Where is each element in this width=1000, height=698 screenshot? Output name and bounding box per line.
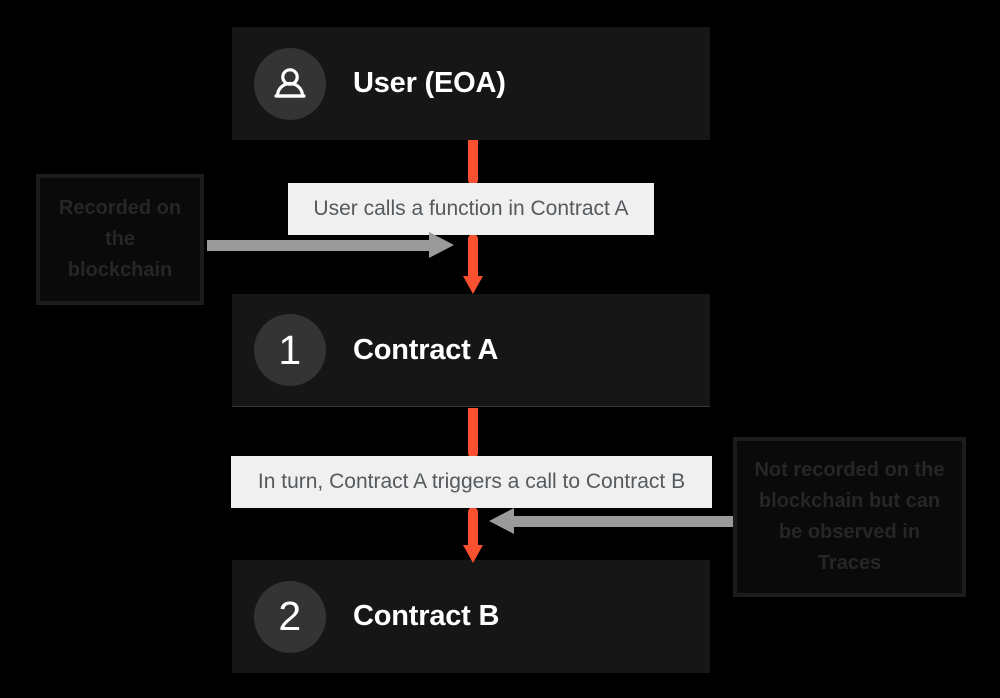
person-icon bbox=[254, 47, 326, 120]
node-contract-a-label: Contract A bbox=[353, 333, 499, 366]
annotation-not-recorded: Not recorded on the blockchain but can b… bbox=[733, 437, 966, 597]
arrow-head-right-icon bbox=[429, 232, 454, 258]
arrow-shaft bbox=[468, 408, 478, 458]
node-user-label: User (EOA) bbox=[353, 67, 506, 99]
flow-arrow-contract-a-to-caption bbox=[463, 408, 483, 458]
arrow-shaft bbox=[468, 234, 478, 278]
annotation-arrow-not-recorded bbox=[489, 508, 733, 534]
arrow-shaft bbox=[468, 507, 478, 547]
node-contract-b-number: 2 bbox=[278, 593, 302, 639]
arrow-shaft bbox=[514, 516, 733, 527]
flow-arrow-caption-to-contract-a bbox=[463, 234, 483, 296]
annotation-arrow-recorded bbox=[207, 232, 454, 258]
node-user[interactable]: User (EOA) bbox=[232, 27, 710, 140]
arrow-head-down-icon bbox=[463, 545, 483, 563]
arrow-head-down-icon bbox=[463, 276, 483, 294]
arrow-head-left-icon bbox=[489, 508, 514, 534]
flow-arrow-caption-to-contract-b bbox=[463, 507, 483, 565]
caption-user-to-contract-a: User calls a function in Contract A bbox=[288, 183, 654, 235]
flow-arrow-user-to-caption bbox=[463, 140, 483, 185]
node-contract-a-number: 1 bbox=[278, 326, 302, 373]
number-badge-1: 1 bbox=[254, 314, 326, 386]
number-badge-2: 2 bbox=[254, 580, 326, 653]
arrow-shaft bbox=[468, 140, 478, 185]
node-contract-b-label: Contract B bbox=[353, 600, 500, 632]
arrow-shaft bbox=[207, 240, 430, 251]
node-contract-b[interactable]: 2 Contract B bbox=[232, 560, 710, 673]
annotation-recorded: Recorded on the blockchain bbox=[36, 174, 204, 305]
node-contract-a[interactable]: 1 Contract A bbox=[232, 294, 710, 407]
caption-contract-a-to-contract-b: In turn, Contract A triggers a call to C… bbox=[231, 456, 712, 508]
